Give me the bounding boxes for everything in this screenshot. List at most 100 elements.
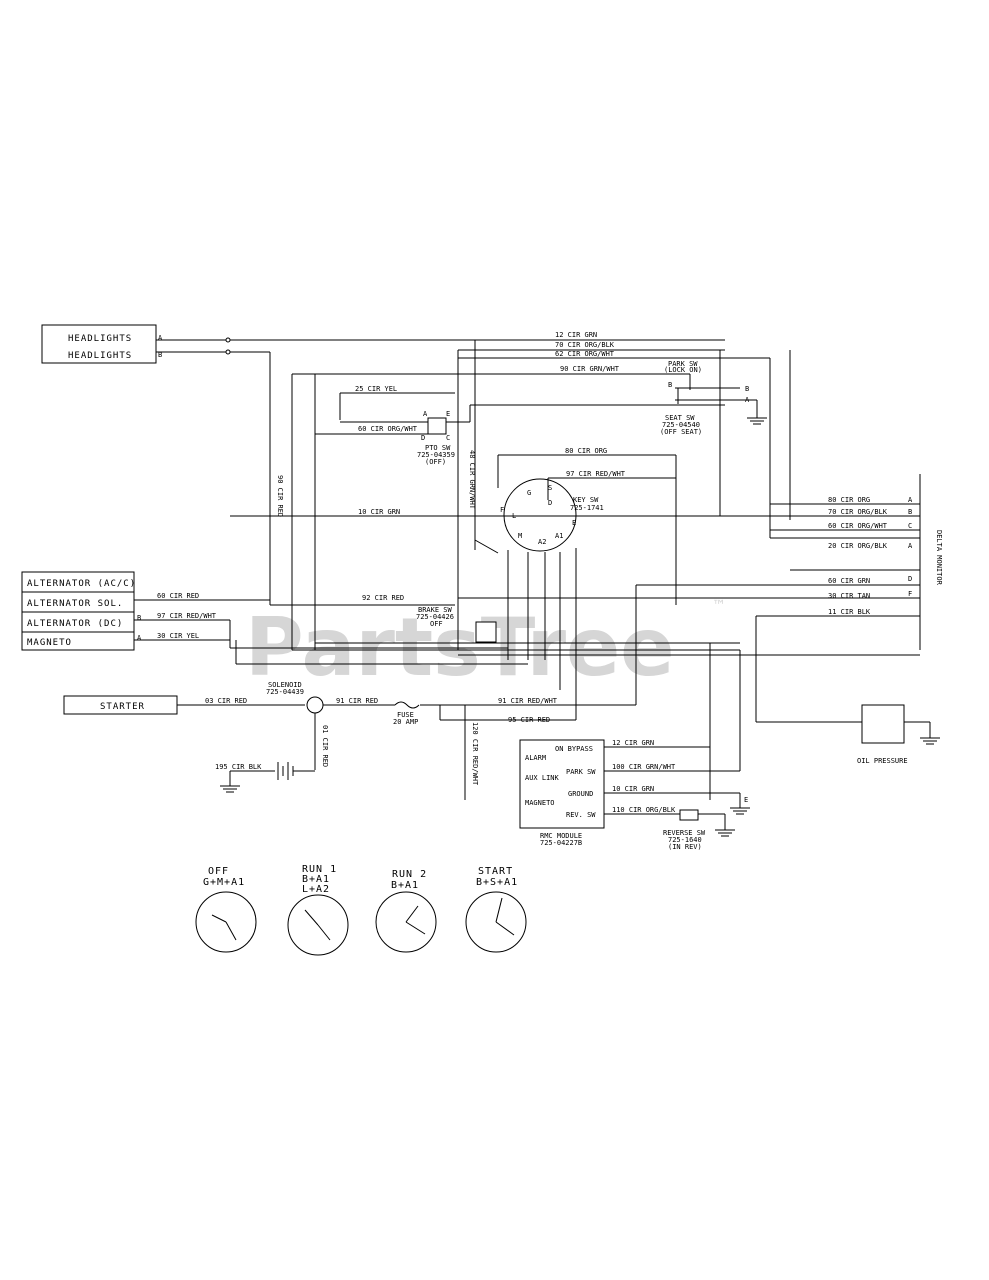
reverse-sw-part: 725-1640 [668,836,702,844]
reverse-switch: REVERSE SW 725-1640 (IN REV) [663,809,706,851]
dm-wire-30-tan: 30 CIR TAN [828,592,870,600]
wire-48-grn-wht: 48 CIR GRN/WHT [468,450,476,510]
pto-switch: A E D C PTO SW 725-04359 (OFF) [417,410,455,466]
dm-wire-60-org-wht: 60 CIR ORG/WHT [828,522,888,530]
dm-pin-a2: A [908,542,913,550]
pin-b: B [158,351,162,359]
key-terminal-m: M [518,532,522,540]
rmc-wire-100-grn-wht: 100 CIR GRN/WHT [612,763,676,771]
key-terminal-f: F [500,506,504,514]
key-pos-off-name: OFF [208,866,229,877]
alternator-dc-label: ALTERNATOR (DC) [27,619,123,629]
oil-pressure-label: OIL PRESSURE [857,757,908,765]
rmc-alarm: ALARM [525,754,546,762]
key-pos-run2-combo: B+A1 [391,880,419,891]
reverse-sw-label: REVERSE SW [663,829,706,837]
seat-sw-part: 725-04540 [662,421,700,429]
rmc-park-sw: PARK SW [566,768,596,776]
key-terminal-d: D [548,499,552,507]
reverse-sw-state: (IN REV) [668,843,702,851]
starter-label: STARTER [100,702,145,712]
seat-pin-b: B [668,381,672,389]
oil-pressure-sensor: OIL PRESSURE [857,704,908,765]
wire-01-red-vertical: 01 CIR RED [321,725,329,767]
solenoid-part: 725-04439 [266,688,304,696]
alternator-box: ALTERNATOR (AC/C) ALTERNATOR SOL. ALTERN… [21,571,135,651]
key-terminal-a1: A1 [555,532,563,540]
wire-91-red: 91 CIR RED [336,697,378,705]
dm-wire-80-org: 80 CIR ORG [828,496,870,504]
brake-sw-part: 725-04426 [416,613,454,621]
rmc-wire-12-grn: 12 CIR GRN [612,739,654,747]
rmc-rev-sw: REV. SW [566,811,596,819]
pto-pin-c: C [446,434,450,442]
starter-box: STARTER [63,695,178,715]
rmc-aux-link: AUX LINK [525,774,560,782]
wire-10-grn: 10 CIR GRN [358,508,400,516]
park-switch: PARK SW (LOCK ON) B A [664,360,750,404]
headlights-label-1: HEADLIGHTS [68,334,132,344]
key-terminal-e: E [572,519,576,527]
wire-92-red: 92 CIR RED [362,594,404,602]
rmc-ground: GROUND [568,790,593,798]
seat-sw-state: (OFF SEAT) [660,428,702,436]
pto-sw-label: PTO SW [425,444,451,452]
wire-60-org-wht: 60 CIR ORG/WHT [358,425,418,433]
dm-wire-70-org-blk: 70 CIR ORG/BLK [828,508,888,516]
battery: 195 CIR BLK [215,762,315,793]
headlights-label-2: HEADLIGHTS [68,351,132,361]
wire-80-org: 80 CIR ORG [565,447,607,455]
battery-ground-label: 195 CIR BLK [215,763,262,771]
brake-sw-state: OFF [430,620,443,628]
delta-monitor: DELTA MONITOR [935,530,943,586]
wire-62-org-wht: 62 CIR ORG/WHT [555,350,615,358]
brake-sw-label: BRAKE SW [418,606,453,614]
watermark-tm: ™ [712,598,726,614]
key-position-start: START B+S+A1 [465,866,527,953]
rmc-pin-e: E [744,796,748,804]
wire-03-red: 03 CIR RED [205,697,247,705]
rmc-on-bypass: ON BYPASS [555,745,593,753]
fuse-label: FUSE [397,711,414,719]
wire-90-red-vertical: 90 CIR RED [276,475,284,517]
solenoid-label: SOLENOID [268,681,302,689]
key-pos-run1-combo2: L+A2 [302,884,330,895]
dm-wire-20-org-blk: 20 CIR ORG/BLK [828,542,888,550]
magneto-label: MAGNETO [27,638,72,648]
wire-25-yel: 25 CIR YEL [355,385,397,393]
wire-95-red: 95 CIR RED [508,716,550,724]
wire-12-grn: 12 CIR GRN [555,331,597,339]
key-sw-part: 725-1741 [570,504,604,512]
pin-a: A [158,334,163,342]
delta-monitor-label: DELTA MONITOR [935,530,943,586]
wire-60-red: 60 CIR RED [157,592,199,600]
key-pos-off-combo: G+M+A1 [203,877,245,888]
key-pos-run1-combo: B+A1 [302,874,330,885]
rmc-module: ON BYPASS ALARM AUX LINK PARK SW GROUND … [519,739,605,847]
dm-wire-60-grn: 60 CIR GRN [828,577,870,585]
wire-91-red-wht: 91 CIR RED/WHT [498,697,558,705]
seat-sw-label: SEAT SW [665,414,695,422]
rmc-wire-110-org-blk: 110 CIR ORG/BLK [612,806,676,814]
rmc-module-part: 725-04227B [540,839,582,847]
alternator-sol-label: ALTERNATOR SOL. [27,599,123,609]
rmc-module-label: RMC MODULE [540,832,582,840]
wire-70-org-blk: 70 CIR ORG/BLK [555,341,615,349]
key-position-run2: RUN 2 B+A1 [375,869,437,953]
dm-pin-d: D [908,575,912,583]
fuse: FUSE 20 AMP [393,701,420,726]
key-pos-start-name: START [478,866,513,877]
key-pos-run2-name: RUN 2 [392,869,427,880]
key-sw-label: KEY SW [573,496,599,504]
wire-30-yel: 30 CIR YEL [157,632,199,640]
wire-120-red-wht: 120 CIR RED/WHT [471,722,479,786]
pto-pin-a: A [423,410,428,418]
brake-switch: BRAKE SW 725-04426 OFF [416,606,497,643]
pto-pin-d: D [421,434,425,442]
key-position-run1: RUN 1 B+A1 L+A2 [287,864,349,956]
dm-pin-f: F [908,590,912,598]
seat-switch: B SEAT SW 725-04540 (OFF SEAT) [470,381,767,436]
key-terminal-s: S [548,484,552,492]
rmc-wire-10-grn: 10 CIR GRN [612,785,654,793]
pto-pin-e: E [446,410,450,418]
